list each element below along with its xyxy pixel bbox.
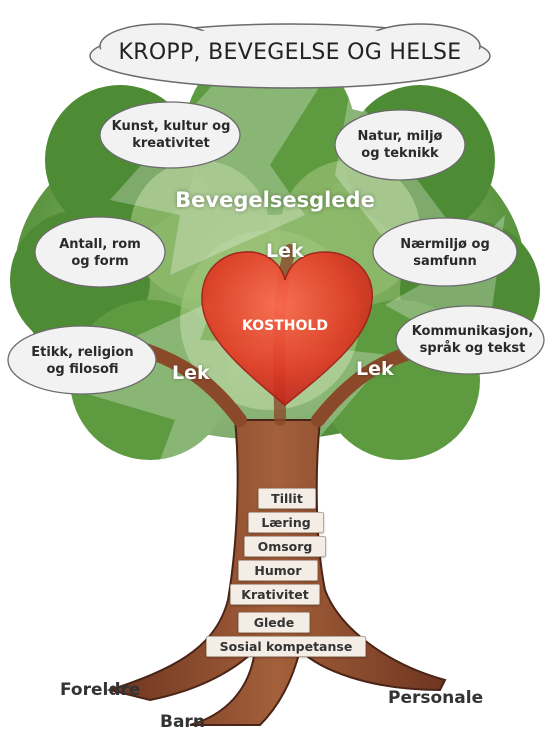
lek-label-left: Lek <box>172 362 210 384</box>
cloud-etikk <box>7 325 157 395</box>
root-personale: Personale <box>388 688 484 708</box>
root-foreldre: Foreldre <box>60 680 141 700</box>
cloud-antall-label: Antall, rom og form <box>45 236 155 270</box>
value-krativitet: Krativitet <box>230 584 320 605</box>
diagram-title: KROPP, BEVEGELSE OG HELSE <box>118 40 462 65</box>
cloud-antall <box>34 216 166 288</box>
cloud-kunst-line2: kreativitet <box>132 136 210 151</box>
value-glede: Glede <box>238 612 310 633</box>
cloud-natur-line2: og teknikk <box>361 146 439 161</box>
cloud-kunst <box>99 101 241 169</box>
lek-label-right: Lek <box>356 358 394 380</box>
value-sosial-kompetanse: Sosial kompetanse <box>206 636 366 657</box>
cloud-naermiljo-line1: Nærmiljø og <box>400 237 490 252</box>
cloud-kommunikasjon-line2: språk og tekst <box>419 341 526 356</box>
cloud-etikk-label: Etikk, religion og filosofi <box>15 344 150 378</box>
value-tillit: Tillit <box>258 488 316 509</box>
cloud-natur-label: Natur, miljø og teknikk <box>345 128 455 162</box>
cloud-etikk-line2: og filosofi <box>46 362 119 377</box>
cloud-naermiljo-line2: samfunn <box>413 254 477 269</box>
heart-shape <box>201 251 373 406</box>
cloud-kunst-label: Kunst, kultur og kreativitet <box>110 118 232 152</box>
cloud-antall-line2: og form <box>71 254 129 269</box>
banner-bevegelsesglede: Bevegelsesglede <box>175 188 375 212</box>
cloud-antall-line1: Antall, rom <box>59 237 141 252</box>
lek-label-top: Lek <box>266 240 304 262</box>
title-cloud <box>89 23 491 89</box>
cloud-natur <box>334 109 466 181</box>
cloud-natur-line1: Natur, miljø <box>357 129 443 144</box>
root-barn: Barn <box>160 712 205 732</box>
value-humor: Humor <box>238 560 318 581</box>
cloud-kommunikasjon <box>395 305 545 375</box>
cloud-kunst-line1: Kunst, kultur og <box>111 119 231 134</box>
value-laering: Læring <box>248 512 324 533</box>
cloud-naermiljo-label: Nærmiljø og samfunn <box>385 236 505 270</box>
cloud-naermiljo <box>372 217 518 287</box>
value-omsorg: Omsorg <box>244 536 326 557</box>
cloud-kommunikasjon-line1: Kommunikasjon, <box>411 324 534 339</box>
cloud-kommunikasjon-label: Kommunikasjon, språk og tekst <box>400 323 545 357</box>
heart-label: KOSTHOLD <box>242 318 328 334</box>
cloud-etikk-line1: Etikk, religion <box>31 345 134 360</box>
